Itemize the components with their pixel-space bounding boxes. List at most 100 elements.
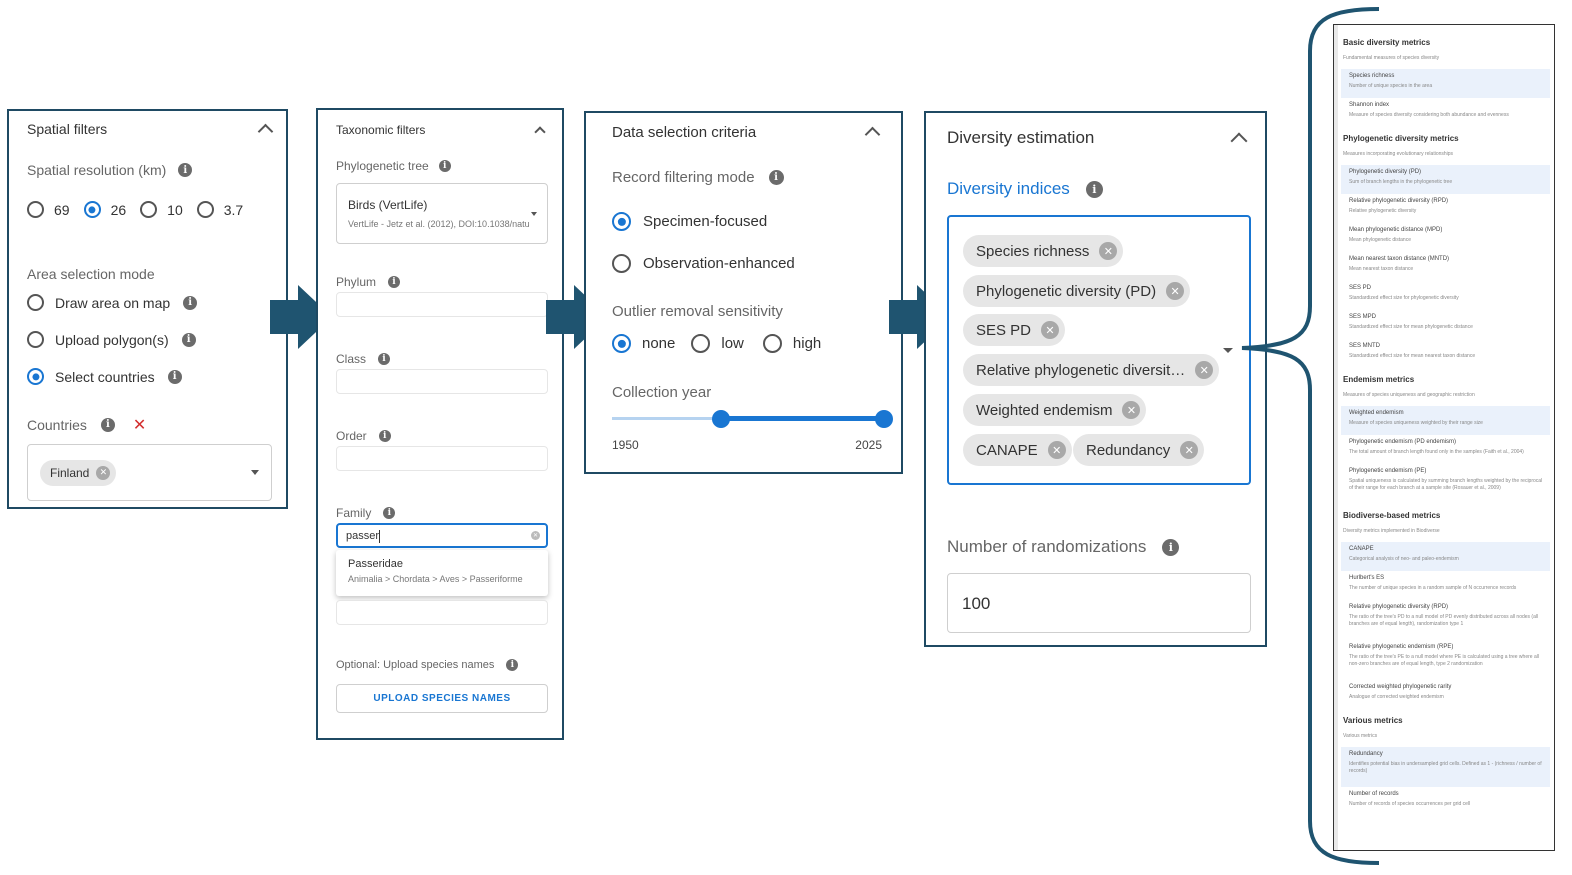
clear-input-icon[interactable]: ✕ (531, 531, 540, 540)
info-icon[interactable]: i (383, 507, 396, 519)
radio-outlier-none[interactable] (612, 334, 631, 353)
info-icon[interactable]: i (1162, 538, 1180, 556)
info-icon[interactable]: i (438, 160, 451, 172)
family-label: Family (336, 506, 372, 520)
info-icon[interactable]: i (178, 163, 193, 177)
info-icon[interactable]: i (378, 430, 391, 442)
taxonomic-filters-header[interactable]: Taxonomic filters (336, 123, 546, 138)
extra-input[interactable] (336, 600, 548, 625)
country-chip[interactable]: Finland ✕ (40, 460, 117, 486)
area-mode-countries[interactable]: Select countries i (27, 368, 182, 385)
slider-thumb-max[interactable] (875, 410, 893, 428)
radio-resolution-10[interactable] (140, 201, 158, 218)
metrics-list-scrollbar[interactable] (1334, 25, 1338, 850)
filter-mode-specimen[interactable]: Specimen-focused (612, 212, 767, 231)
close-icon[interactable]: ✕ (1180, 441, 1199, 459)
close-icon[interactable]: ✕ (96, 466, 111, 480)
radio-select-countries[interactable] (27, 368, 44, 385)
autocomplete-option-passeridae[interactable]: Passeridae Animalia > Chordata > Aves > … (336, 550, 548, 592)
info-icon[interactable]: i (1085, 180, 1103, 198)
radio-specimen-focused[interactable] (612, 212, 631, 231)
metric-list-item[interactable]: Phylogenetic endemism (PE)Spatial unique… (1341, 464, 1550, 504)
close-icon[interactable]: ✕ (1047, 441, 1066, 459)
diversity-indices-select[interactable]: Species richness ✕ Phylogenetic diversit… (947, 215, 1251, 485)
slider-thumb-min[interactable] (711, 410, 730, 428)
metric-description: Measure of species diversity considering… (1349, 112, 1509, 118)
caret-down-icon[interactable] (251, 470, 259, 475)
collection-year-slider[interactable] (612, 409, 893, 429)
phylogenetic-tree-select[interactable]: Birds (VertLife) VertLife - Jetz et al. … (336, 183, 548, 244)
close-icon[interactable]: ✕ (1195, 361, 1214, 379)
clear-icon[interactable]: ✕ (132, 415, 147, 434)
close-icon[interactable]: ✕ (1099, 242, 1118, 260)
info-icon[interactable]: i (388, 276, 401, 288)
info-icon[interactable]: i (100, 417, 115, 432)
index-chip[interactable]: CANAPE ✕ (963, 434, 1072, 466)
index-chip[interactable]: Phylogenetic diversity (PD) ✕ (963, 275, 1191, 307)
family-input-value: passer (346, 530, 380, 542)
radio-draw-area[interactable] (27, 294, 44, 311)
countries-select[interactable]: Finland ✕ (27, 444, 272, 501)
chevron-up-icon[interactable] (534, 125, 546, 138)
area-mode-draw[interactable]: Draw area on map i (27, 294, 198, 311)
phylum-input[interactable] (336, 292, 548, 317)
info-icon[interactable]: i (181, 332, 196, 347)
family-input[interactable]: passer ✕ (336, 523, 548, 548)
index-chip[interactable]: Redundancy ✕ (1073, 434, 1205, 466)
radio-resolution-3-7[interactable] (196, 201, 214, 218)
metric-name: Species richness (1349, 73, 1395, 79)
info-icon[interactable]: i (183, 295, 198, 310)
filter-mode-observation[interactable]: Observation-enhanced (612, 254, 795, 273)
close-icon[interactable]: ✕ (1041, 321, 1060, 339)
info-icon[interactable]: i (768, 170, 784, 185)
radio-resolution-69[interactable] (27, 201, 44, 218)
radio-resolution-26[interactable] (83, 201, 101, 218)
index-chip[interactable]: Species richness ✕ (963, 235, 1124, 267)
info-icon[interactable]: i (506, 659, 519, 671)
metric-list-item[interactable]: Phylogenetic endemism (PD endemism)The t… (1341, 435, 1550, 464)
metric-list-item[interactable]: Mean nearest taxon distance (MNTD)Mean n… (1341, 252, 1550, 281)
index-chip[interactable]: Relative phylogenetic diversit… ✕ (963, 354, 1220, 386)
area-mode-upload[interactable]: Upload polygon(s) i (27, 331, 196, 348)
info-icon[interactable]: i (167, 369, 182, 384)
chevron-up-icon[interactable] (257, 123, 274, 139)
index-chip[interactable]: Weighted endemism ✕ (963, 394, 1147, 426)
diversity-estimation-header[interactable]: Diversity estimation (947, 128, 1248, 149)
close-icon[interactable]: ✕ (1122, 401, 1141, 419)
caret-down-icon[interactable] (531, 212, 537, 216)
metric-list-item[interactable]: Relative phylogenetic endemism (RPE)The … (1341, 640, 1550, 680)
spatial-filters-header[interactable]: Spatial filters (27, 121, 274, 139)
randomizations-input[interactable]: 100 (947, 573, 1251, 633)
class-input[interactable] (336, 369, 548, 394)
caret-down-icon[interactable] (1223, 348, 1233, 353)
radio-observation-enhanced[interactable] (612, 254, 631, 273)
index-chip[interactable]: SES PD ✕ (963, 314, 1066, 346)
info-icon[interactable]: i (378, 353, 391, 365)
metric-name: Phylogenetic diversity (PD) (1349, 169, 1422, 175)
metric-list-item[interactable]: Relative phylogenetic diversity (RPD)Rel… (1341, 194, 1550, 223)
radio-upload-polygon[interactable] (27, 331, 44, 348)
order-input[interactable] (336, 446, 548, 471)
metric-list-item[interactable]: Mean phylogenetic distance (MPD)Mean phy… (1341, 223, 1550, 252)
metric-description: Standardized effect size for phylogeneti… (1349, 295, 1459, 301)
radio-outlier-low[interactable] (691, 334, 711, 353)
close-icon[interactable]: ✕ (1166, 282, 1185, 300)
chevron-up-icon[interactable] (864, 126, 881, 143)
upload-species-button[interactable]: UPLOAD SPECIES NAMES (336, 684, 548, 713)
data-selection-header[interactable]: Data selection criteria (612, 124, 881, 143)
metric-description: Mean nearest taxon distance (1349, 266, 1414, 272)
radio-outlier-high[interactable] (762, 334, 782, 353)
metric-list-item[interactable]: Phylogenetic diversity (PD)Sum of branch… (1341, 165, 1550, 194)
metric-list-item[interactable]: Relative phylogenetic diversity (RPD)The… (1341, 600, 1550, 640)
